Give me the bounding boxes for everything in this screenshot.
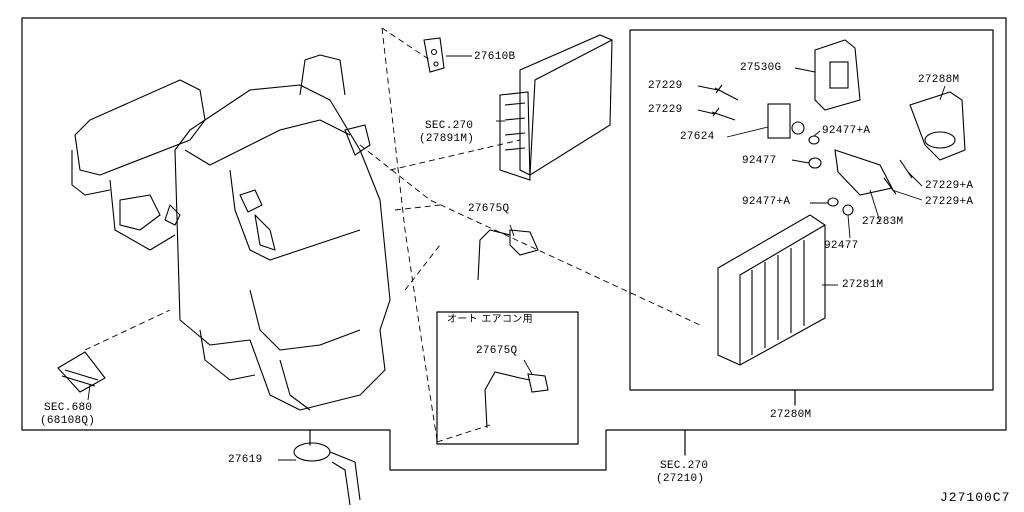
valve-27624 [767,103,805,139]
label-27229a-b: 27229+A [925,196,974,208]
sensor-27675q-a [477,229,539,281]
evaporator-box [629,29,994,391]
label-27280m: 27280M [770,409,812,421]
label-27675q-b: 27675Q [476,345,518,357]
label-92477a-b: 92477+A [742,196,791,208]
bracket-27530g [814,39,861,111]
oring-92477-a [808,157,822,169]
diagram-code: J27100C7 [940,490,1011,505]
label-92477-b: 92477 [824,240,859,252]
label-27675q-a: 27675Q [468,203,510,215]
label-27891m: (27891M) [419,133,475,145]
bolt-27229-a [714,84,739,101]
label-27229a-a: 27229+A [925,180,974,192]
evaporator-27281m [717,214,826,366]
bolt-27229a-b [883,177,897,195]
part-68108q [57,351,106,393]
assembly-outline [21,17,1007,471]
filter-27891m [499,34,613,181]
label-27229-b: 27229 [648,104,683,116]
oring-92477-b [842,204,854,216]
drain-hose-27619 [293,442,361,506]
label-sec270-filter: SEC.270 [425,120,474,132]
label-27530g: 27530G [740,62,782,74]
auto-ac-box [436,311,579,445]
label-sec680: SEC.680 [44,402,93,414]
label-27624: 27624 [680,131,715,143]
bracket-27610b [423,37,445,73]
label-68108q: (68108Q) [40,415,96,427]
label-27283m: 27283M [862,216,904,228]
bolt-27229a-a [899,159,913,179]
label-27619: 27619 [228,454,263,466]
bolt-27229-b [711,107,736,121]
label-92477-a: 92477 [742,155,777,167]
pipe-27283m [834,149,893,196]
insulator-27288m [909,91,966,161]
label-27210: (27210) [656,473,705,485]
hvac-unit [71,54,391,411]
sensor-27675q-b [484,371,549,429]
label-92477a-a: 92477+A [822,125,871,137]
label-27229-a: 27229 [648,80,683,92]
label-27610b: 27610B [474,51,516,63]
label-27288m: 27288M [918,74,960,86]
oring-92477a-a [808,135,820,145]
label-auto-ac: オート エアコン用 [447,314,533,325]
label-sec270-unit: SEC.270 [660,460,709,472]
oring-92477a-b [827,197,839,207]
label-27281m: 27281M [842,279,884,291]
